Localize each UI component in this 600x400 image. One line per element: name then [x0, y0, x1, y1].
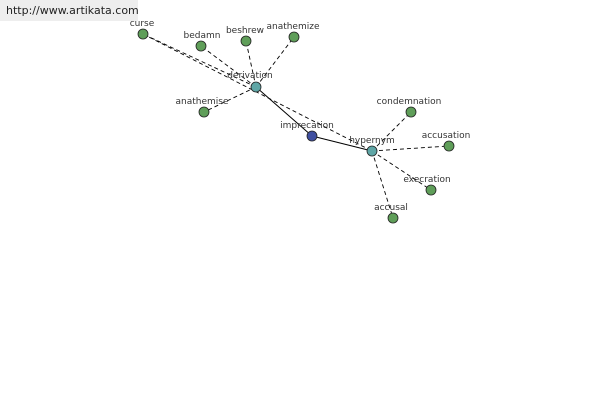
- edge-derivation-bedamn: [200, 45, 257, 88]
- node-imprecation[interactable]: [306, 130, 318, 142]
- node-label-anathemise[interactable]: anathemise: [176, 97, 229, 107]
- edge-derivation-anathemise: [203, 86, 257, 113]
- edge-hypernym-accusation: [371, 145, 450, 152]
- edge-curse-hypernym: [142, 33, 373, 152]
- node-label-beshrew[interactable]: beshrew: [226, 26, 264, 36]
- node-curse[interactable]: [137, 28, 149, 40]
- nodes-layer: [137, 28, 455, 224]
- edge-derivation-beshrew: [245, 40, 257, 88]
- node-label-anathemize[interactable]: anathemize: [266, 22, 319, 32]
- node-accusation[interactable]: [443, 140, 455, 152]
- node-label-bedamn[interactable]: bedamn: [184, 31, 221, 41]
- node-label-execration[interactable]: execration: [403, 175, 450, 185]
- node-label-accusation[interactable]: accusation: [422, 131, 471, 141]
- node-beshrew[interactable]: [240, 35, 252, 47]
- node-bedamn[interactable]: [195, 40, 207, 52]
- node-hypernym[interactable]: [366, 145, 378, 157]
- node-label-condemnation[interactable]: condemnation: [377, 97, 442, 107]
- labels-layer: imprecation derivation hypernym curse bedamn…: [130, 19, 471, 213]
- node-label-accusal[interactable]: accusal: [374, 203, 408, 213]
- edge-derivation-anathemize: [255, 36, 295, 88]
- node-accusal[interactable]: [387, 212, 399, 224]
- edge-imprecation-derivation: [255, 86, 313, 137]
- edge-hypernym-condemnation: [371, 111, 412, 152]
- edge-imprecation-hypernym: [311, 135, 373, 152]
- node-anathemize[interactable]: [288, 31, 300, 43]
- node-execration[interactable]: [425, 184, 437, 196]
- node-label-imprecation[interactable]: imprecation: [280, 121, 334, 131]
- edges-layer: [142, 33, 450, 219]
- node-label-hypernym[interactable]: hypernym: [349, 136, 395, 146]
- edge-hypernym-accusal: [371, 150, 394, 219]
- site-url-watermark: http://www.artikata.com: [0, 0, 139, 21]
- node-condemnation[interactable]: [405, 106, 417, 118]
- node-label-derivation[interactable]: derivation: [227, 71, 273, 81]
- edge-hypernym-execration: [371, 150, 432, 191]
- node-derivation[interactable]: [250, 81, 262, 93]
- node-anathemise[interactable]: [198, 106, 210, 118]
- node-label-curse[interactable]: curse: [130, 19, 155, 29]
